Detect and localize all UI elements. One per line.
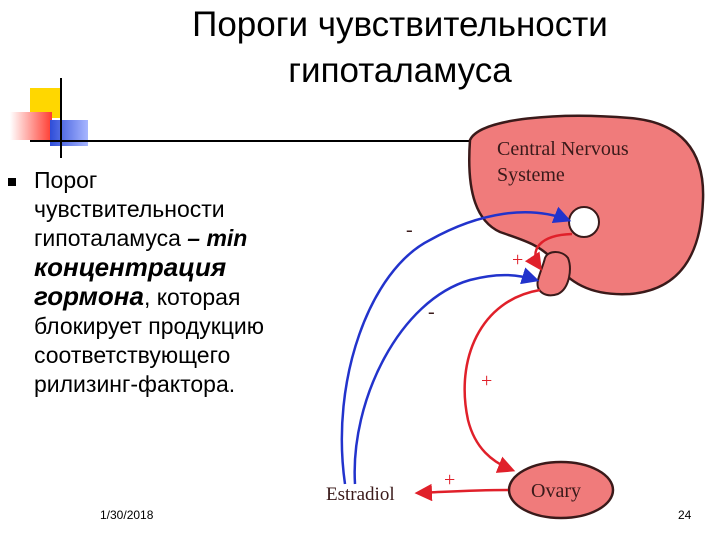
text-line-8: рилизинг-фактора. [34, 371, 236, 397]
text-line-5b: , которая [143, 284, 241, 310]
sign-minus-2: - [428, 301, 435, 323]
footer-page-number: 24 [678, 508, 692, 522]
text-line-4: концентрация [34, 252, 227, 282]
bullet-marker [8, 178, 16, 186]
bullet-text: Порог чувствительности гипоталамуса – mi… [34, 166, 334, 399]
ovary-label: Ovary [531, 480, 581, 502]
title-line-1: Пороги чувствительности [192, 5, 608, 44]
cns-label-line-2: Systeme [497, 164, 565, 186]
cns-shape [468, 114, 705, 296]
decor-red-square [10, 112, 52, 140]
text-line-5a: гормона [34, 281, 144, 311]
hypothalamus-circle [568, 206, 600, 238]
text-line-5: гормона, которая [34, 282, 334, 312]
estradiol-to-hypothalamus-arrow [340, 206, 572, 485]
text-line-3a: гипоталамуса [34, 225, 188, 251]
hypothalamus-to-pituitary-arrow [524, 232, 573, 271]
text-line-1: Порог [34, 167, 98, 193]
text-line-3: гипоталамуса – min [34, 224, 334, 253]
page-title: Пороги чувствительности гипоталамуса [150, 2, 650, 94]
text-line-7: соответствующего [34, 342, 231, 368]
decor-vertical-line [60, 78, 62, 158]
footer-date: 1/30/2018 [100, 508, 154, 522]
ovary-to-estradiol-arrow [414, 483, 509, 502]
decor-horizontal-line [30, 140, 470, 142]
pituitary-shape [536, 251, 571, 297]
estradiol-to-pituitary-arrow [353, 267, 540, 485]
estradiol-label: Estradiol [326, 484, 395, 505]
title-line-2: гипоталамуса [288, 51, 512, 90]
sign-plus-2: + [481, 370, 492, 392]
cns-label-line-1: Central Nervous [497, 138, 629, 160]
text-line-3b: – min [187, 225, 248, 251]
sign-minus-1: - [406, 219, 413, 241]
text-line-2: чувствительности [34, 196, 225, 222]
text-line-6: блокирует продукцию [34, 313, 265, 339]
ovary-shape [507, 460, 615, 520]
sign-plus-1: + [512, 249, 523, 271]
pituitary-to-ovary-arrow [463, 288, 541, 473]
sign-plus-3: + [444, 469, 455, 491]
